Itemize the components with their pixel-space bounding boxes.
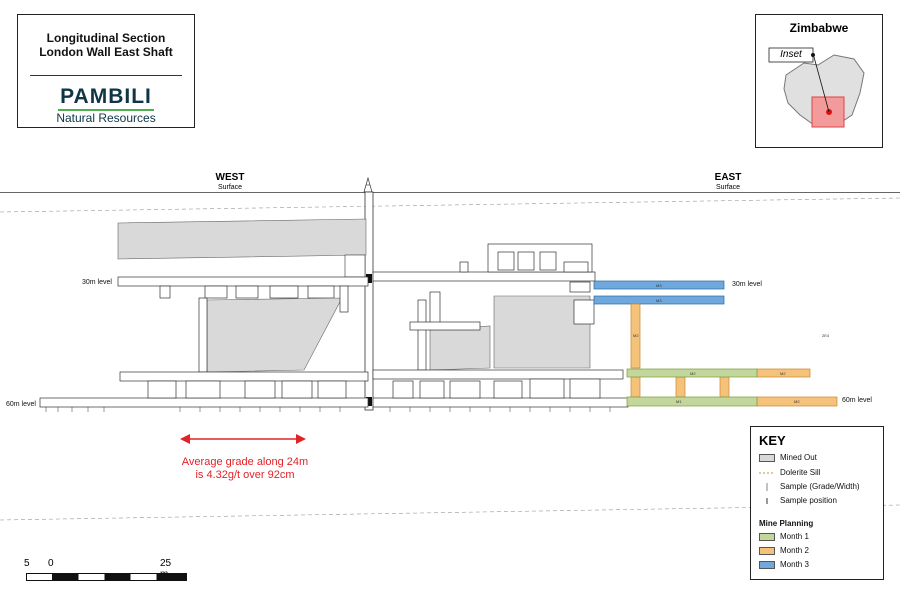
month1-swatch [759, 532, 775, 541]
label-m2-east: M2 [780, 371, 786, 376]
label-m2-sublevel: M2 [690, 371, 696, 376]
key-item-sample-position: Sample position [759, 496, 837, 505]
mined-out-upper-block [117, 218, 367, 260]
surface-line [0, 192, 900, 193]
inset-country-label: Zimbabwe [789, 21, 849, 35]
scale-bar-graphic [26, 573, 187, 581]
month2-swatch [759, 546, 775, 555]
west-surface-label: Surface [217, 184, 243, 191]
average-grade-note: Average grade along 24m is 4.32g/t over … [160, 456, 330, 482]
sample-ticks [45, 407, 611, 412]
label-m2-raise: M2 [633, 333, 639, 338]
key-title: KEY [759, 433, 786, 448]
block-label: 2E4 [822, 333, 830, 338]
planning-labels: M3 M3 M2 M2 M2 M1 M2 2E4 [633, 283, 830, 404]
scale-label-left: 5 [24, 558, 30, 569]
shaft-headframe [363, 176, 373, 193]
inset-map-panel: Zimbabwe Inset [755, 14, 883, 148]
month3-swatch [759, 560, 775, 569]
mined-out-swatch [759, 453, 775, 462]
key-label-month1: Month 1 [780, 532, 809, 541]
label-m2-60m: M2 [794, 399, 800, 404]
key-item-mined-out: Mined Out [759, 453, 817, 462]
sample-position-icon [766, 497, 768, 504]
key-label-sample: Sample (Grade/Width) [780, 482, 860, 491]
key-planning-title: Mine Planning [759, 519, 814, 528]
grade-arrow [180, 434, 306, 444]
level-60m-left-label: 60m level [6, 401, 36, 408]
west-label: WEST [215, 172, 245, 183]
east-label: EAST [714, 172, 742, 183]
key-item-sample: Sample (Grade/Width) [759, 482, 860, 491]
level-30m-left-label: 30m level [82, 279, 112, 286]
sample-icon [766, 482, 768, 491]
shaft [364, 191, 374, 411]
key-item-month2: Month 2 [759, 546, 809, 555]
company-logo: PAMBILI Natural Resources [18, 85, 194, 125]
label-m1: M1 [676, 399, 682, 404]
planning-month2 [630, 303, 838, 407]
shaft-station-60m [366, 397, 372, 406]
title-line-2: London Wall East Shaft [39, 45, 173, 59]
inset-map [768, 47, 865, 128]
boundary-upper [0, 197, 900, 213]
key-item-month3: Month 3 [759, 560, 809, 569]
logo-underline [58, 109, 154, 111]
key-label-mined-out: Mined Out [780, 453, 817, 462]
shaft-station-30m [366, 274, 372, 283]
title-divider [30, 75, 182, 76]
mined-out-west-stope [206, 297, 343, 373]
inset-pointer [813, 56, 830, 113]
key-label-month2: Month 2 [780, 546, 809, 555]
key-item-month1: Month 1 [759, 532, 809, 541]
scale-label-zero: 0 [48, 558, 54, 569]
inset-label: Inset [780, 49, 802, 60]
planning-month3 [593, 280, 725, 305]
grade-note-line-2: is 4.32g/t over 92cm [195, 469, 295, 481]
mined-out-central-stope [429, 325, 491, 371]
level-30m-drives [117, 271, 596, 299]
key-label-month3: Month 3 [780, 560, 809, 569]
east-surface-label: Surface [715, 184, 741, 191]
planning-month1 [626, 368, 758, 407]
logo-subtitle: Natural Resources [56, 111, 156, 125]
key-label-sample-position: Sample position [780, 496, 837, 505]
east-upper-blocks [459, 243, 593, 293]
logo-brand: PAMBILI [60, 85, 152, 108]
sub-level-drives [119, 369, 624, 382]
label-m3-lower: M3 [656, 298, 662, 303]
mined-out-east-stope [493, 295, 591, 369]
legend-key: KEY Mined Out Dolerite Sill Sample (Grad… [750, 426, 884, 580]
label-m3-upper: M3 [656, 283, 662, 288]
key-item-dolerite: Dolerite Sill [759, 468, 820, 477]
dolerite-swatch [759, 472, 775, 473]
level-60m-drives [39, 378, 629, 408]
level-60m-right-label: 60m level [842, 397, 872, 404]
title-line-1: Longitudinal Section [46, 31, 166, 45]
key-label-dolerite: Dolerite Sill [780, 468, 821, 477]
title-panel: Longitudinal Section London Wall East Sh… [17, 14, 195, 128]
grade-note-line-1: Average grade along 24m [181, 456, 309, 468]
level-30m-right-label: 30m level [732, 281, 762, 288]
